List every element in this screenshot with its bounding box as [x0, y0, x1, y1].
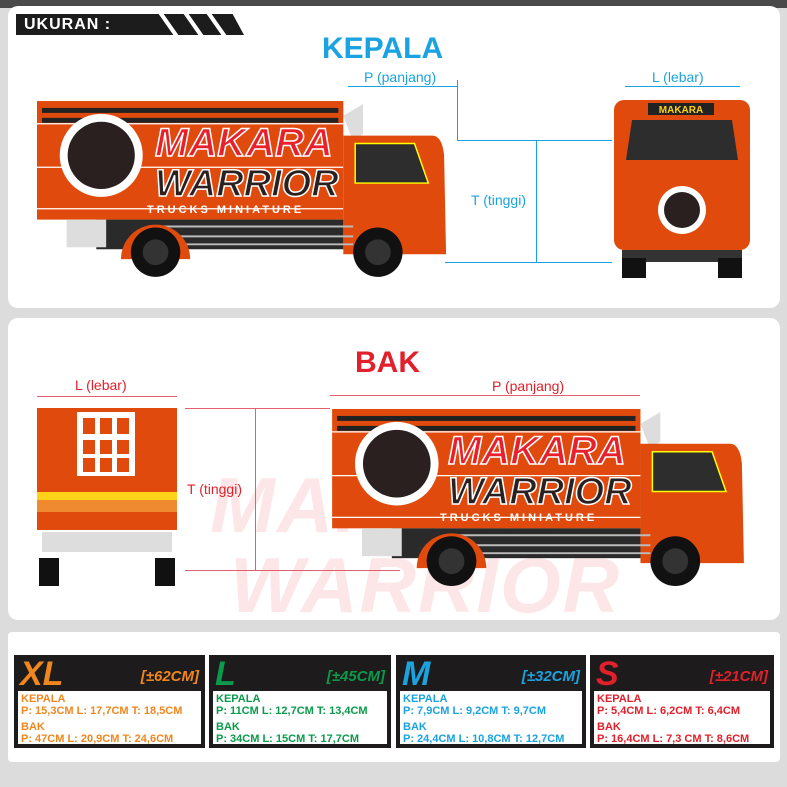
size-length: [±32CM] — [521, 668, 580, 685]
kepala-label: KEPALA — [597, 693, 642, 705]
truck-front-view: MAKARA — [614, 100, 750, 278]
bak-label: BAK — [403, 721, 427, 733]
bak-title: BAK — [355, 346, 420, 379]
size-label: S — [596, 655, 619, 693]
kepala-t-label: T (tinggi) — [471, 192, 526, 208]
size-length: [±62CM] — [140, 668, 199, 685]
size-label: XL — [20, 655, 64, 693]
size-length: [±21CM] — [709, 668, 768, 685]
ukuran-header: UKURAN : — [16, 14, 244, 35]
bak-dims: P: 47CM L: 20,9CM T: 24,6CM — [21, 733, 174, 745]
brand-tagline: TRUCKS MINIATURE — [147, 204, 304, 216]
kepala-label: KEPALA — [403, 693, 448, 705]
cab-badge: MAKARA — [659, 105, 703, 116]
bak-l-label: L (lebar) — [75, 377, 127, 393]
kepala-dims: P: 11CM L: 12,7CM T: 13,4CM — [216, 705, 368, 717]
kepala-dims: P: 5,4CM L: 6,2CM T: 6,4CM — [597, 705, 741, 717]
kepala-title: KEPALA — [322, 32, 444, 65]
bak-dims: P: 34CM L: 15CM T: 17,7CM — [216, 733, 360, 745]
kepala-dims: P: 15,3CM L: 17,7CM T: 18,5CM — [21, 705, 183, 717]
bak-label: BAK — [216, 721, 240, 733]
kepala-label: KEPALA — [216, 693, 261, 705]
top-border — [0, 0, 787, 8]
kepala-dims: P: 7,9CM L: 9,2CM T: 9,7CM — [403, 705, 547, 717]
size-label: M — [402, 655, 431, 693]
brand-tagline: TRUCKS MINIATURE — [440, 512, 597, 524]
bak-p-label: P (panjang) — [492, 378, 565, 394]
bak-dims: P: 24,4CM L: 10,8CM T: 12,7CM — [403, 733, 565, 745]
brand-makara: MAKARA — [155, 121, 333, 165]
size-label: L — [215, 655, 236, 693]
kepala-label: KEPALA — [21, 693, 66, 705]
brand-warrior: WARRIOR — [155, 163, 339, 205]
bak-dims: P: 16,4CM L: 7,3 CM T: 8,6CM — [597, 733, 750, 745]
bak-t-label: T (tinggi) — [187, 481, 242, 497]
brand-makara: MAKARA — [448, 429, 626, 473]
ukuran-label: UKURAN : — [24, 16, 112, 33]
bak-label: BAK — [597, 721, 621, 733]
truck-rear-view — [37, 408, 177, 586]
kepala-l-label: L (lebar) — [652, 69, 704, 85]
kepala-p-label: P (panjang) — [364, 69, 437, 85]
bak-label: BAK — [21, 721, 45, 733]
brand-warrior: WARRIOR — [448, 471, 632, 513]
size-length: [±45CM] — [326, 668, 385, 685]
